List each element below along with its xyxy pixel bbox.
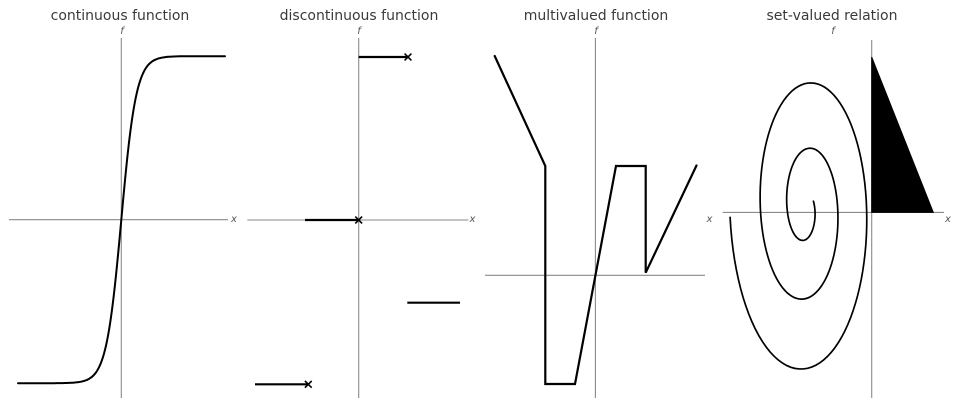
- f-axis-label-4: f: [831, 26, 835, 37]
- f-axis-label-3: f: [594, 26, 598, 37]
- title-multivalued-function: multivalued function: [523, 8, 669, 24]
- excluded-point-marker-4: [304, 380, 313, 389]
- f-axis-label-1: f: [120, 26, 124, 37]
- x-axis-label-4: x: [945, 214, 951, 225]
- excluded-point-marker-2: [354, 216, 363, 224]
- filled-triangle-region: [871, 56, 935, 213]
- title-continuous-function: continuous function: [50, 8, 190, 24]
- title-set-valued-relation: set-valued relation: [766, 8, 898, 24]
- excluded-point-marker-1: [404, 53, 412, 61]
- title-discontinuous-function: discontinuous function: [279, 8, 439, 24]
- sigmoid-curve: [17, 55, 226, 385]
- f-axis-label-2: f: [357, 26, 361, 37]
- zigzag-curve: [493, 54, 698, 386]
- x-axis-label-2: x: [469, 214, 476, 225]
- spiral-curve: [729, 82, 868, 370]
- x-axis-label-3: x: [706, 214, 713, 225]
- x-axis-label-1: x: [231, 214, 237, 225]
